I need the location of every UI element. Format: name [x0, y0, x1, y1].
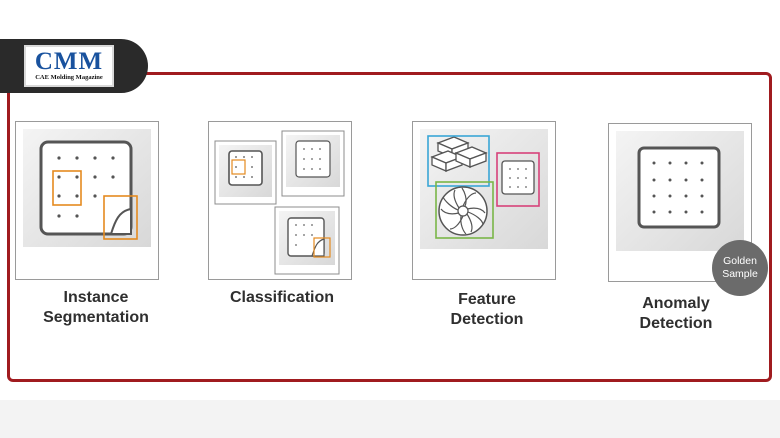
instance-segmentation-label: Instance Segmentation	[43, 289, 149, 326]
instance-segmentation-illustration	[15, 121, 159, 280]
feature-detection-illustration	[412, 121, 556, 280]
feature-detection-label: Feature Detection	[450, 291, 524, 328]
logo-title: CMM	[34, 48, 104, 75]
classification-label: Classification	[229, 289, 335, 306]
golden-sample-line-1: Golden	[723, 255, 757, 267]
cmm-logo: CMM CAE Molding Magazine	[24, 45, 114, 87]
logo-tab: CMM CAE Molding Magazine	[0, 39, 148, 93]
anomaly-detection-label: Anomaly Detection	[639, 295, 713, 332]
diagram-frame	[7, 72, 772, 382]
logo-subtitle: CAE Molding Magazine	[35, 74, 103, 81]
golden-sample-badge: Golden Sample	[712, 240, 768, 296]
anomaly-detection-illustration	[608, 123, 752, 282]
classification-illustration	[208, 121, 352, 280]
bottom-band	[0, 400, 780, 438]
golden-sample-line-2: Sample	[722, 268, 758, 280]
